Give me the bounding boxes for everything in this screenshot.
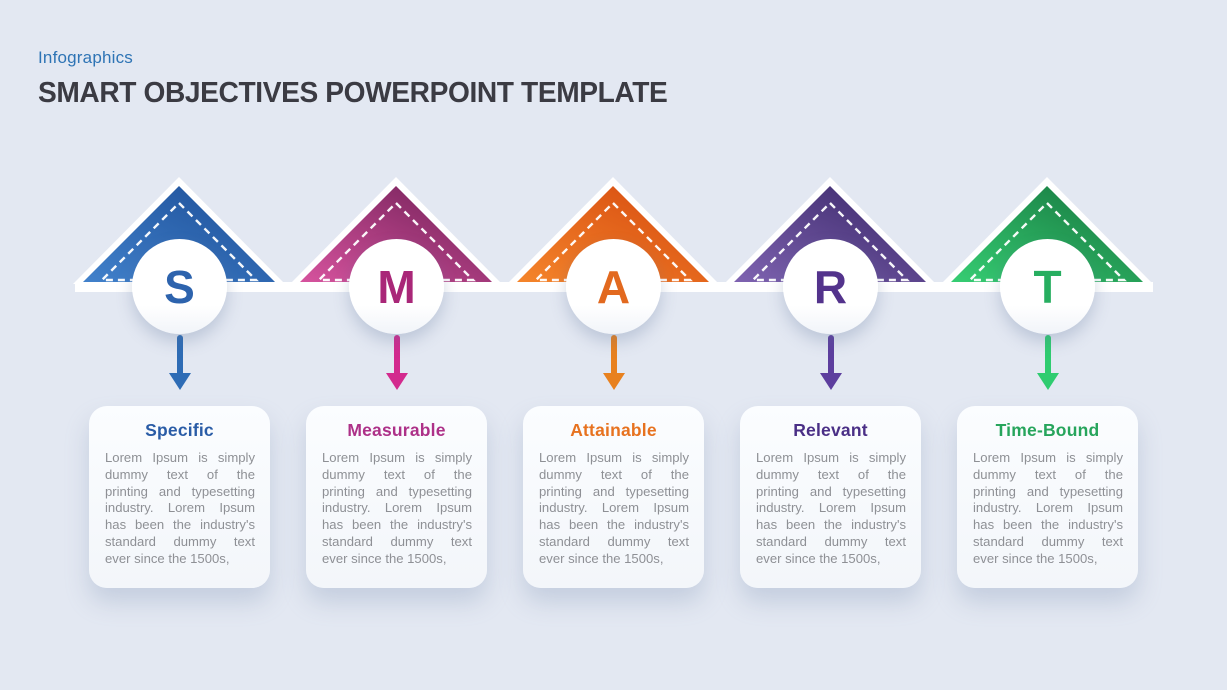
- arrow-shaft: [393, 335, 400, 373]
- card-title: Time-Bound: [995, 420, 1100, 440]
- card-body: Lorem Ipsum is simply dummy text of the …: [105, 450, 255, 566]
- smart-column-relevant: R Relevant Lorem Ipsum is simply dummy t…: [722, 177, 939, 607]
- badge-letter: R: [813, 260, 848, 313]
- page-title: SMART OBJECTIVES POWERPOINT TEMPLATE: [38, 77, 668, 109]
- badge-letter: A: [596, 260, 631, 313]
- card-title: Specific: [145, 420, 214, 440]
- badge-letter: T: [1033, 260, 1062, 313]
- arrow-down-icon: [722, 335, 939, 391]
- card-body: Lorem Ipsum is simply dummy text of the …: [322, 450, 472, 566]
- smart-column-timebound: T Time-Bound Lorem Ipsum is simply dummy…: [939, 177, 1156, 607]
- badge-letter: M: [377, 260, 416, 313]
- arrow-shaft: [610, 335, 617, 373]
- eyebrow-label: Infographics: [38, 48, 134, 67]
- header: Infographics SMART OBJECTIVES POWERPOINT…: [38, 48, 687, 110]
- arrow-head: [602, 373, 625, 390]
- arrow-head: [819, 373, 842, 390]
- smart-column-specific: S Specific Lorem Ipsum is simply dummy t…: [71, 177, 288, 607]
- arrow-shaft: [827, 335, 834, 373]
- description-card-attainable: Attainable Lorem Ipsum is simply dummy t…: [523, 406, 704, 588]
- arrow-head: [168, 373, 191, 390]
- letter-badge-t: T: [1000, 239, 1095, 334]
- description-card-relevant: Relevant Lorem Ipsum is simply dummy tex…: [740, 406, 921, 588]
- card-body: Lorem Ipsum is simply dummy text of the …: [539, 450, 689, 566]
- card-title: Relevant: [793, 420, 868, 440]
- description-card-measurable: Measurable Lorem Ipsum is simply dummy t…: [306, 406, 487, 588]
- letter-badge-s: S: [132, 239, 227, 334]
- badge-letter: S: [164, 260, 195, 313]
- arrow-head: [1036, 373, 1059, 390]
- letter-badge-m: M: [349, 239, 444, 334]
- card-title: Measurable: [347, 420, 446, 440]
- description-card-specific: Specific Lorem Ipsum is simply dummy tex…: [89, 406, 270, 588]
- arrow-head: [385, 373, 408, 390]
- arrow-down-icon: [939, 335, 1156, 391]
- arrow-shaft: [176, 335, 183, 373]
- smart-diagram: S Specific Lorem Ipsum is simply dummy t…: [71, 177, 1157, 607]
- arrow-down-icon: [71, 335, 288, 391]
- card-body: Lorem Ipsum is simply dummy text of the …: [973, 450, 1123, 566]
- smart-column-attainable: A Attainable Lorem Ipsum is simply dummy…: [505, 177, 722, 607]
- description-card-timebound: Time-Bound Lorem Ipsum is simply dummy t…: [957, 406, 1138, 588]
- arrow-down-icon: [288, 335, 505, 391]
- letter-badge-r: R: [783, 239, 878, 334]
- letter-badge-a: A: [566, 239, 661, 334]
- arrow-shaft: [1044, 335, 1051, 373]
- smart-column-measurable: M Measurable Lorem Ipsum is simply dummy…: [288, 177, 505, 607]
- card-title: Attainable: [570, 420, 657, 440]
- arrow-down-icon: [505, 335, 722, 391]
- card-body: Lorem Ipsum is simply dummy text of the …: [756, 450, 906, 566]
